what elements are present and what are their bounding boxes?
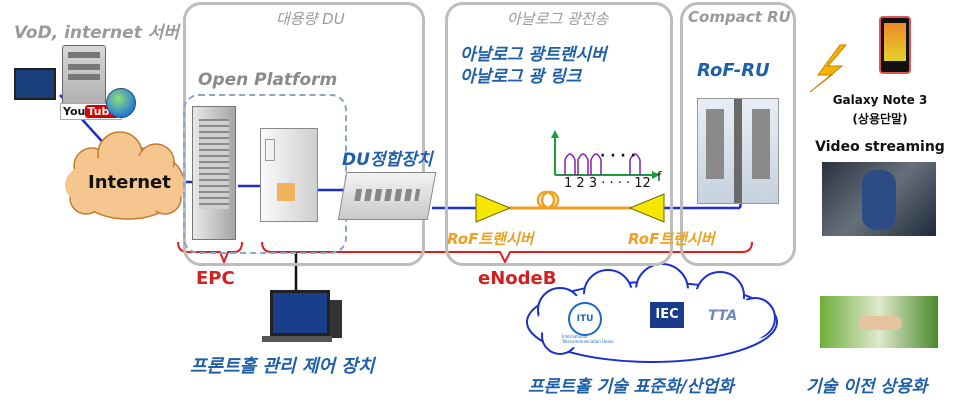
wireless-lightning-icon bbox=[809, 44, 848, 93]
itu-logo-subtitle: International Telecommunication Union bbox=[562, 334, 614, 344]
pc-tower bbox=[330, 300, 342, 338]
tta-logo: TTA bbox=[708, 308, 737, 324]
spectrum-axis-label: f bbox=[657, 170, 662, 185]
internet-cloud bbox=[65, 131, 185, 220]
phone-label-2: (상용단말) bbox=[852, 112, 908, 126]
du-server bbox=[260, 128, 318, 222]
rof-transceiver-left bbox=[475, 193, 512, 223]
rof-transceiver-right bbox=[628, 193, 665, 223]
itu-logo-text: ITU bbox=[576, 314, 594, 324]
rof-transceiver-label-left: RoF트랜시버 bbox=[447, 230, 534, 248]
iec-logo: IEC bbox=[650, 302, 684, 328]
analog-line-1: 아날로그 광트랜시버 bbox=[460, 45, 607, 65]
handshake-photo bbox=[820, 296, 938, 348]
enodeb-bracket bbox=[261, 241, 753, 265]
panel-ru bbox=[680, 2, 796, 266]
phone-label-1: Galaxy Note 3 bbox=[832, 93, 928, 107]
management-pc-icon bbox=[270, 290, 330, 336]
transfer-label: 기술 이전 상용화 bbox=[806, 377, 928, 397]
itu-logo: ITU bbox=[568, 302, 602, 336]
server-title: VoD, internet 서버 bbox=[14, 23, 180, 43]
spectrum-ticks: 1 2 3 · · · · 12 bbox=[564, 176, 651, 191]
rof-ru-label: RoF-RU bbox=[697, 60, 770, 81]
rof-ru-antenna-photo bbox=[697, 98, 779, 204]
epc-server-rack bbox=[192, 106, 236, 240]
panel-analog-title: 아날로그 광전송 bbox=[507, 10, 609, 28]
video-label: Video streaming bbox=[815, 139, 945, 155]
du-device-label: DU정합장치 bbox=[342, 150, 433, 170]
du-matching-device bbox=[337, 172, 437, 220]
globe-icon bbox=[106, 88, 136, 118]
video-streaming-photo bbox=[822, 162, 936, 236]
pc-label: 프론트홀 관리 제어 장치 bbox=[190, 356, 375, 377]
epc-bracket bbox=[177, 241, 243, 265]
panel-du-title: 대용량 DU bbox=[276, 10, 345, 28]
panel-ru-title: Compact RU bbox=[688, 8, 791, 26]
internet-label: Internet bbox=[88, 172, 171, 193]
rf-spectrum bbox=[551, 130, 660, 179]
phone-photo bbox=[879, 16, 911, 74]
pc-keyboard bbox=[262, 336, 332, 342]
youtube-you: You bbox=[63, 105, 86, 118]
monitor-icon bbox=[14, 68, 56, 100]
iec-logo-text: IEC bbox=[655, 307, 679, 322]
spectrum-dots: · · · · bbox=[600, 148, 636, 164]
open-platform-label: Open Platform bbox=[198, 70, 338, 90]
standards-caption: 프론트홀 기술 표준화/산업화 bbox=[528, 377, 734, 397]
epc-label: EPC bbox=[196, 268, 235, 289]
tta-logo-text: TTA bbox=[708, 308, 738, 324]
analog-line-2: 아날로그 광 링크 bbox=[460, 67, 582, 87]
enodeb-label: eNodeB bbox=[478, 268, 557, 289]
rof-transceiver-label-right: RoF트랜시버 bbox=[628, 230, 715, 248]
panel-analog bbox=[445, 2, 673, 266]
